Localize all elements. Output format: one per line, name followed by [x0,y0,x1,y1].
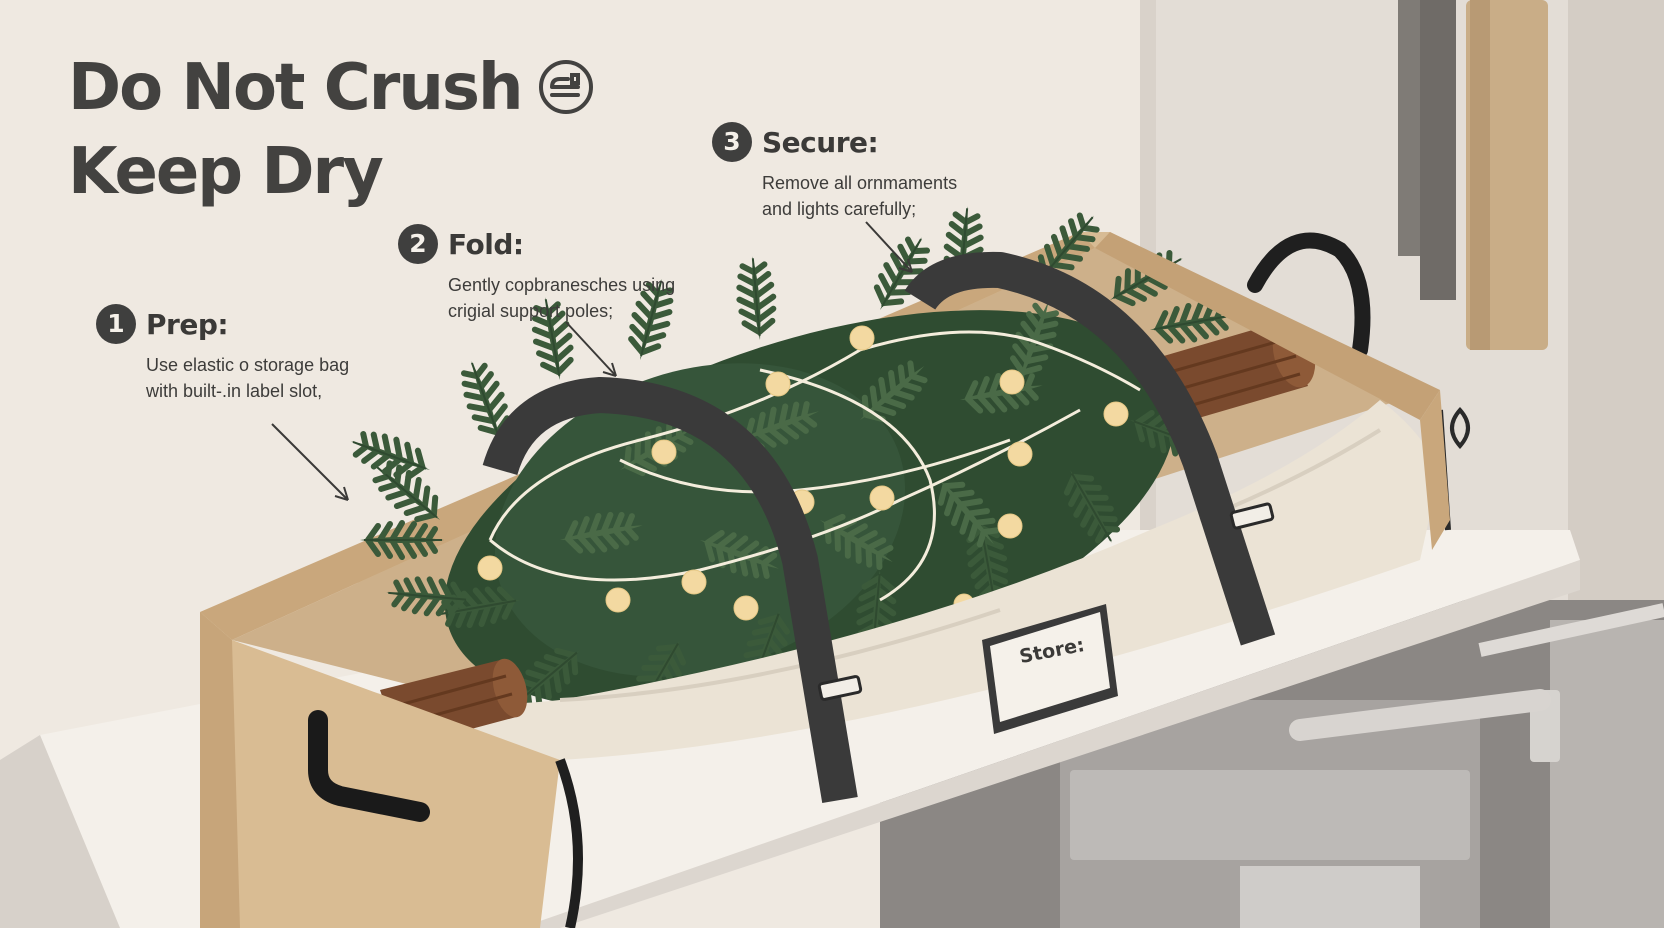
step-3-description: Remove all ornmaments and lights careful… [762,173,958,219]
zipper-pull [1450,406,1470,450]
step-1-prep: 1 Prep: Use elastic o storage bag with b… [96,304,416,404]
step-2-number: 2 [398,224,438,264]
cabinet-drawer [1070,770,1470,860]
step-1-description: Use elastic o storage bag with built-.in… [146,355,350,401]
headline: Do Not Crush Keep Dry [68,46,594,214]
step-1-title: Prep: [146,307,229,341]
bag-handle-back [1247,232,1371,358]
annotation-arrows [271,221,913,501]
step-2-fold: 2 Fold: Gently copbranesches using crigi… [398,224,718,324]
box-front-wall [200,612,560,928]
arrow-step-1 [271,423,349,501]
step-3-title: Secure: [762,125,879,159]
headline-line-1: Do Not Crush [68,46,594,130]
arrow-step-2 [565,321,617,377]
step-2-description: Gently copbranesches using crigial suppo… [448,275,676,321]
step-2-title: Fold: [448,227,524,261]
box-handle [308,710,430,822]
step-3-secure: 3 Secure: Remove all ornmaments and ligh… [712,122,1032,222]
tag-icon [538,60,593,114]
headline-line-2: Keep Dry [68,135,384,209]
label-slot [982,604,1118,734]
bag-straps [482,251,1276,803]
drawer-handle-bar [1289,689,1551,741]
arrow-step-3 [865,221,913,273]
step-3-number: 3 [712,122,752,162]
step-1-number: 1 [96,304,136,344]
shelf-edge [520,560,1580,928]
